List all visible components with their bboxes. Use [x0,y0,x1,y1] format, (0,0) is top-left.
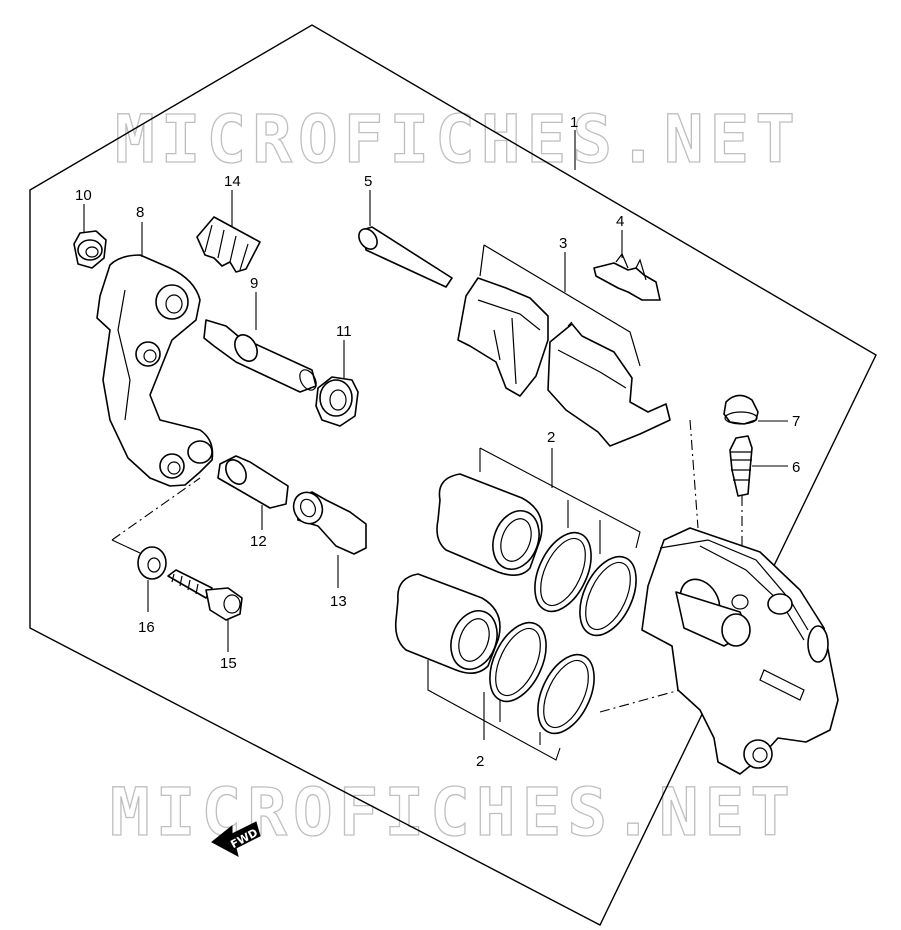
callout-3: 3 [559,235,567,252]
callout-14: 14 [224,173,241,190]
callout-16: 16 [138,619,155,636]
part-16-washer [137,546,167,580]
watermark-top: MICROFICHES.NET [115,101,801,178]
part-4-shim [593,252,661,301]
callout-2-lower: 2 [476,753,484,770]
part-1-caliper-body [641,527,839,775]
callout-13: 13 [330,593,347,610]
part-15-bolt [167,569,243,621]
part-10-nut [73,230,107,269]
callout-5: 5 [364,173,372,190]
callout-7: 7 [792,413,800,430]
part-7-bleeder-cap [723,394,759,425]
part-9-slide-pin [203,319,317,393]
part-14-clip [196,216,261,273]
part-13-rubber-pin [292,491,367,555]
part-6-bleeder-valve [729,435,753,497]
part-8-bracket [96,254,214,487]
callout-10: 10 [75,187,92,204]
callout-4: 4 [616,213,624,230]
callout-11: 11 [336,323,352,340]
callout-2-upper: 2 [547,429,555,446]
part-5-pin [358,226,453,288]
callout-8: 8 [136,204,144,221]
part-11-boot [315,376,359,427]
watermark-bottom: MICROFICHES.NET [110,774,796,851]
part-2-pistons-upper [436,473,637,637]
part-2-pistons-lower [394,573,595,735]
callout-12: 12 [250,533,267,550]
callout-9: 9 [250,275,258,292]
callout-15: 15 [220,655,237,672]
callout-6: 6 [792,459,800,476]
part-3-pads [457,244,671,447]
callout-1: 1 [570,114,578,131]
part-12-slide-pin [217,455,289,509]
